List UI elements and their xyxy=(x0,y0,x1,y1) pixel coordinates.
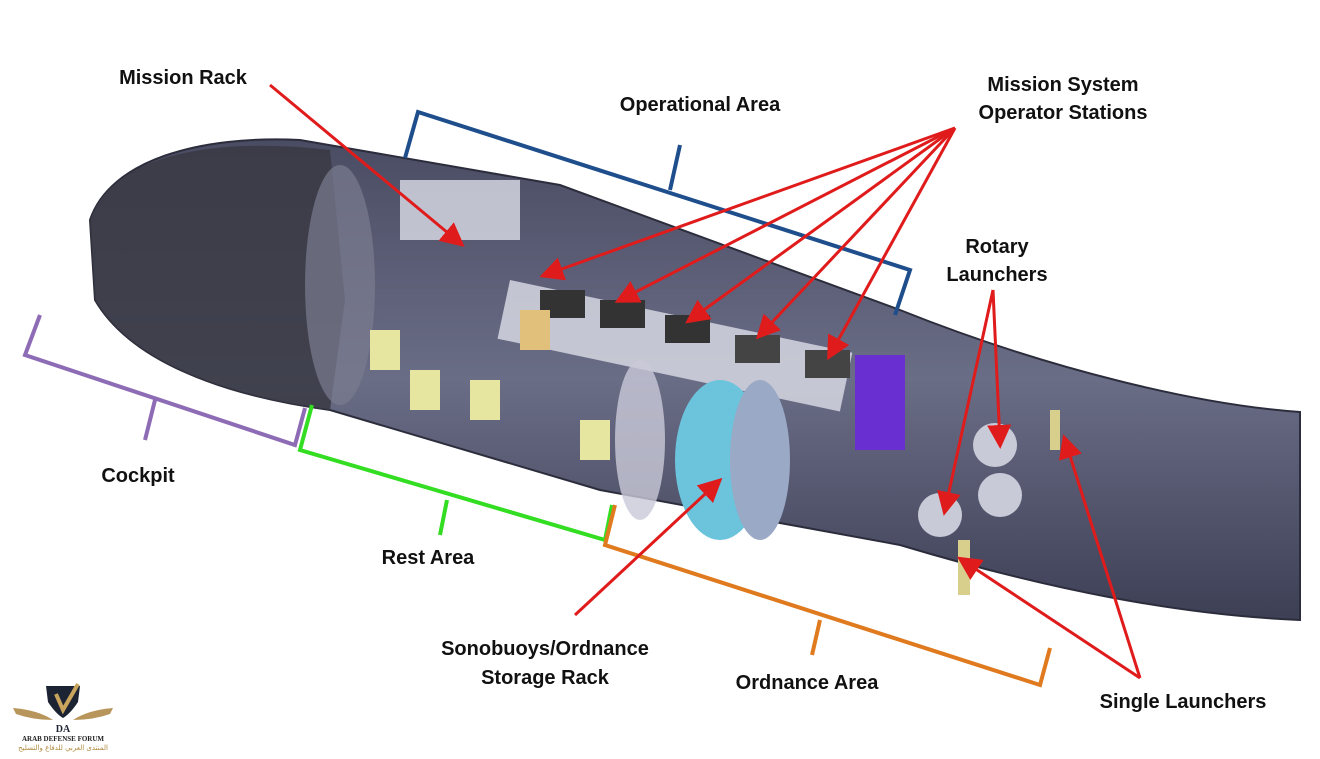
logo-mark: DA xyxy=(56,724,71,735)
arab-defense-forum-logo: DA ARAB DEFENSE FORUM المنتدى العربي للد… xyxy=(8,680,118,756)
rotary-launcher-arrow xyxy=(987,289,1012,449)
ordnance-area-bracket xyxy=(602,504,1052,688)
mission-rack-label: Mission Rack xyxy=(119,67,248,89)
rest-area-label: Rest Area xyxy=(382,547,476,569)
shield-wings-icon: DA xyxy=(13,683,113,735)
cockpit-nose xyxy=(90,145,345,411)
mission-system-label-line2: Operator Stations xyxy=(979,102,1148,124)
operator-station-arrow xyxy=(827,127,957,361)
rotary-launchers-label-line1: Rotary xyxy=(965,236,1029,258)
single-launcher-arrow xyxy=(1058,434,1142,679)
operational-area-label: Operational Area xyxy=(620,94,781,116)
sonobuoys-label-line1: Sonobuoys/Ordnance xyxy=(441,638,649,660)
single-launcher-arrow xyxy=(956,556,1141,680)
single-launchers-label: Single Launchers xyxy=(1100,691,1267,713)
cockpit-label: Cockpit xyxy=(101,465,175,487)
operator-station-arrow xyxy=(685,126,956,324)
operator-station-arrow xyxy=(614,126,956,303)
callout-arrows xyxy=(269,83,1142,680)
logo-arabic: المنتدى العربي للدفاع والتسليح xyxy=(18,744,108,752)
sonobuoys-label-line2: Storage Rack xyxy=(481,667,610,689)
rest-area-bracket xyxy=(297,404,614,543)
rotary-launcher-arrow xyxy=(937,289,995,516)
ordnance-area-label: Ordnance Area xyxy=(736,672,880,694)
operator-station-arrow xyxy=(539,126,956,281)
mission-system-label-line1: Mission System xyxy=(987,74,1138,96)
rotary-launchers-label-line2: Launchers xyxy=(946,264,1047,286)
cockpit-bracket xyxy=(22,314,307,448)
mission-rack-arrow xyxy=(269,83,465,247)
operator-station-arrow xyxy=(755,126,957,340)
operational-area-bracket xyxy=(403,109,913,316)
bulkhead xyxy=(305,165,375,405)
sonobuoys-arrow xyxy=(573,477,723,617)
logo-name: ARAB DEFENSE FORUM xyxy=(21,735,105,743)
